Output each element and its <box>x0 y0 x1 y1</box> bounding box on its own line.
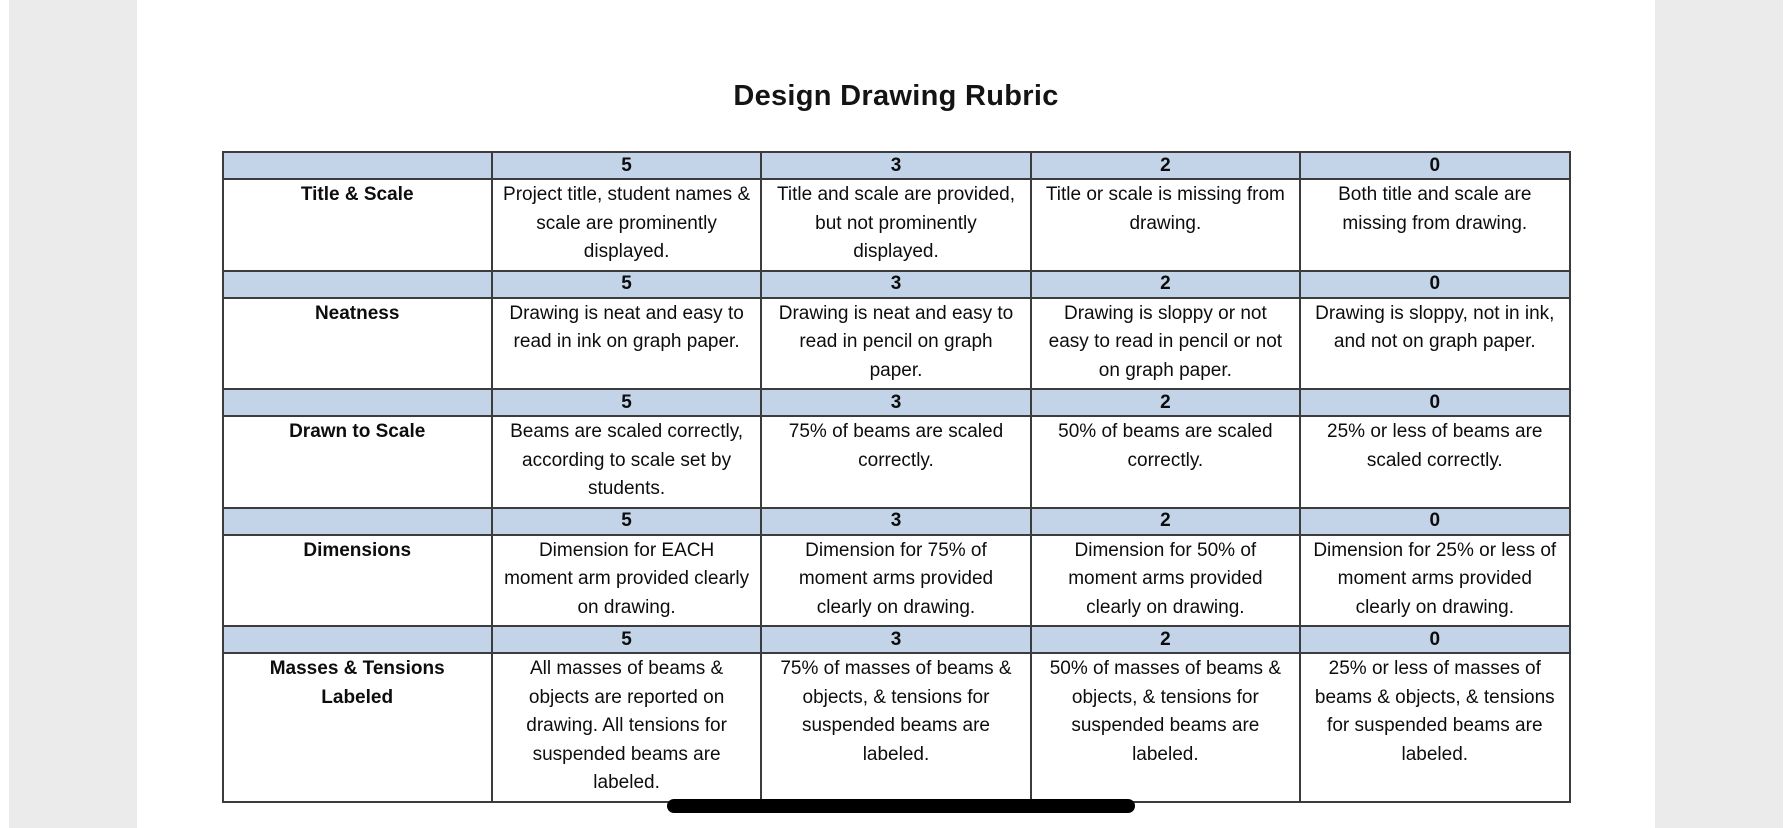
score-header-cell: 2 <box>1029 625 1302 654</box>
score-header-cell: 2 <box>1029 388 1302 417</box>
score-header-row: 5 3 2 0 <box>221 269 1571 299</box>
descriptor-cell: All masses of beams & objects are report… <box>490 652 763 803</box>
descriptor-cell: 25% or less of beams are scaled correctl… <box>1299 415 1571 509</box>
descriptor-cell: Drawing is sloppy or not easy to read in… <box>1029 296 1302 390</box>
descriptor-cell: 25% or less of masses of beams & objects… <box>1299 652 1571 803</box>
descriptor-cell: Project title, student names & scale are… <box>490 178 763 272</box>
descriptor-cell: Dimension for 75% of moment arms provide… <box>760 533 1032 627</box>
descriptor-cell: Title and scale are provided, but not pr… <box>760 178 1032 272</box>
horizontal-scrollbar[interactable] <box>667 799 1135 813</box>
descriptor-cell: Dimension for EACH moment arm provided c… <box>490 533 763 627</box>
score-header-empty-cell <box>221 625 493 654</box>
descriptor-cell: 75% of beams are scaled correctly. <box>760 415 1032 509</box>
score-header-cell: 5 <box>490 506 763 536</box>
criterion-cell: Title & Scale <box>221 178 493 272</box>
document-title: Design Drawing Rubric <box>733 80 1059 112</box>
descriptor-cell: Drawing is sloppy, not in ink, and not o… <box>1299 296 1571 390</box>
score-header-row: 5 3 2 0 <box>221 625 1571 654</box>
score-header-row: 5 3 2 0 <box>221 388 1571 417</box>
rubric-row: Neatness Drawing is neat and easy to rea… <box>221 296 1571 390</box>
score-header-cell: 2 <box>1029 269 1302 299</box>
score-header-cell: 0 <box>1299 151 1571 180</box>
score-header-cell: 0 <box>1299 625 1571 654</box>
descriptor-cell: Dimension for 50% of moment arms provide… <box>1029 533 1302 627</box>
score-header-cell: 3 <box>760 151 1032 180</box>
criterion-cell: Drawn to Scale <box>221 415 493 509</box>
score-header-empty-cell <box>221 151 493 180</box>
descriptor-cell: 75% of masses of beams & objects, & tens… <box>760 652 1032 803</box>
score-header-cell: 5 <box>490 151 763 180</box>
score-header-cell: 3 <box>760 625 1032 654</box>
score-header-cell: 2 <box>1029 151 1302 180</box>
score-header-cell: 5 <box>490 625 763 654</box>
descriptor-cell: Drawing is neat and easy to read in ink … <box>490 296 763 390</box>
score-header-cell: 5 <box>490 388 763 417</box>
score-header-empty-cell <box>221 269 493 299</box>
descriptor-cell: Title or scale is missing from drawing. <box>1029 178 1302 272</box>
descriptor-cell: Both title and scale are missing from dr… <box>1299 178 1571 272</box>
score-header-row: 5 3 2 0 <box>221 506 1571 536</box>
rubric-row: Masses & Tensions Labeled All masses of … <box>221 652 1571 803</box>
criterion-cell: Neatness <box>221 296 493 390</box>
descriptor-cell: 50% of masses of beams & objects, & tens… <box>1029 652 1302 803</box>
score-header-cell: 0 <box>1299 506 1571 536</box>
descriptor-cell: 50% of beams are scaled correctly. <box>1029 415 1302 509</box>
descriptor-cell: Dimension for 25% or less of moment arms… <box>1299 533 1571 627</box>
score-header-cell: 3 <box>760 269 1032 299</box>
score-header-cell: 3 <box>760 388 1032 417</box>
document-page: Design Drawing Rubric 5 3 2 0 Title & Sc… <box>137 0 1655 828</box>
descriptor-cell: Drawing is neat and easy to read in penc… <box>760 296 1032 390</box>
score-header-cell: 3 <box>760 506 1032 536</box>
rubric-row: Drawn to Scale Beams are scaled correctl… <box>221 415 1571 509</box>
score-header-cell: 0 <box>1299 269 1571 299</box>
score-header-cell: 0 <box>1299 388 1571 417</box>
rubric-row: Dimensions Dimension for EACH moment arm… <box>221 533 1571 627</box>
score-header-cell: 2 <box>1029 506 1302 536</box>
score-header-empty-cell <box>221 506 493 536</box>
score-header-row: 5 3 2 0 <box>221 151 1571 180</box>
rubric-row: Title & Scale Project title, student nam… <box>221 178 1571 272</box>
criterion-cell: Masses & Tensions Labeled <box>221 652 493 803</box>
descriptor-cell: Beams are scaled correctly, according to… <box>490 415 763 509</box>
criterion-cell: Dimensions <box>221 533 493 627</box>
score-header-cell: 5 <box>490 269 763 299</box>
score-header-empty-cell <box>221 388 493 417</box>
rubric-table: 5 3 2 0 Title & Scale Project title, stu… <box>221 151 1571 803</box>
